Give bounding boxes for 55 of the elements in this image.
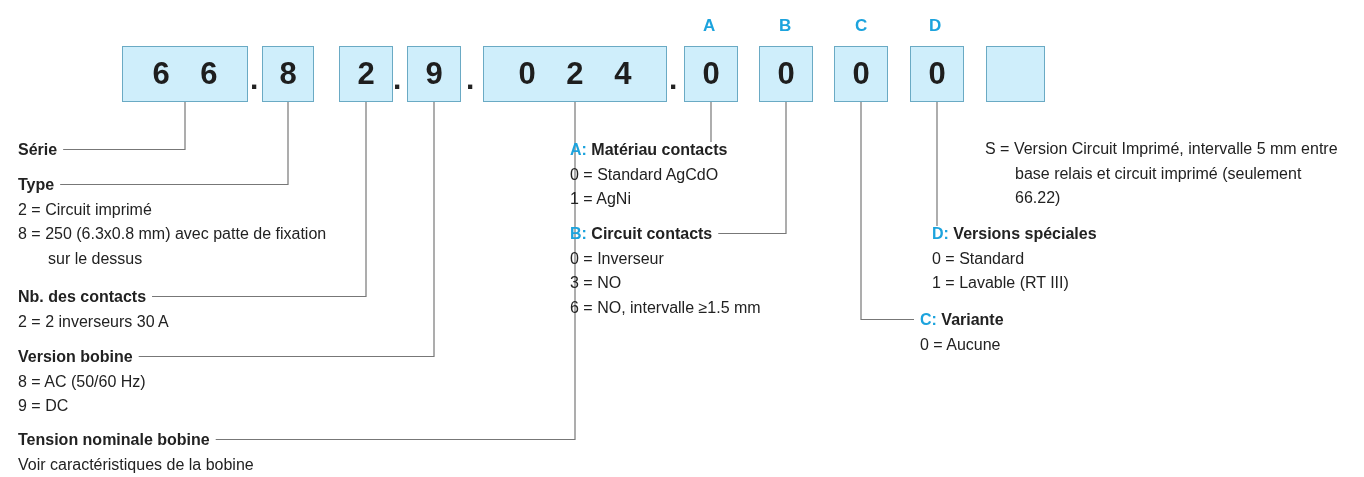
leader-line <box>215 101 576 441</box>
code-digit-box: 0 <box>910 46 964 102</box>
option-value: 0 = Standard AgCdO <box>570 164 720 185</box>
code-digit-box: 8 <box>262 46 314 102</box>
option-title: Série <box>18 141 58 158</box>
leader-line <box>59 101 289 186</box>
empty-code-box <box>986 46 1045 102</box>
code-letter: A: <box>570 141 587 158</box>
option-value: 9 = DC <box>18 396 70 416</box>
separator-dot: . <box>250 62 259 96</box>
option-value: 8 = 250 (6.3x0.8 mm) avec patte de fixation sur le dessus <box>18 224 328 269</box>
code-letter: B: <box>570 225 587 242</box>
code-letter: C: <box>920 311 937 328</box>
option-value: 0 = Standard <box>932 248 1026 269</box>
option-value: 0 = Aucune <box>920 334 1002 355</box>
code-digit-box: 0 <box>684 46 738 102</box>
code-digit-box: 6 6 <box>122 46 248 102</box>
option-value: Voir caractéristiques de la bobine <box>18 454 255 475</box>
code-digit-box: 0 <box>834 46 888 102</box>
leader-line <box>151 101 367 298</box>
option-value: 2 = Circuit imprimé <box>18 199 153 220</box>
option-title: Tension nominale bobine <box>18 431 210 448</box>
option-title: Variante <box>940 311 1004 328</box>
position-letter: A <box>703 16 716 36</box>
option-value: 6 = NO, intervalle ≥1.5 mm <box>570 297 762 318</box>
option-value: 1 = Lavable (RT III) <box>932 273 1070 293</box>
position-letter: C <box>855 16 868 36</box>
note-text: S = Version Circuit Imprimé, intervalle 5 mm entre base relais et circuit imprimé (seulement 66.22) <box>985 139 1339 208</box>
option-value: 0 = Inverseur <box>570 248 665 269</box>
option-title: Versions spéciales <box>952 225 1097 242</box>
option-value: 2 = 2 inverseurs 30 A <box>18 311 170 332</box>
leader-line <box>62 101 186 151</box>
leader-line <box>710 101 712 143</box>
position-letter: B <box>779 16 792 36</box>
leader-line <box>717 101 787 235</box>
code-digit-box: 9 <box>407 46 461 102</box>
option-title: Type <box>18 176 55 193</box>
option-title: Matériau contacts <box>590 141 728 158</box>
code-letter: D: <box>932 225 949 242</box>
code-digit-box: 0 2 4 <box>483 46 667 102</box>
option-value: 3 = NO <box>570 273 623 293</box>
separator-dot: . <box>393 62 402 96</box>
option-title: Circuit contacts <box>590 225 713 242</box>
code-digit-box: 2 <box>339 46 393 102</box>
separator-dot: . <box>669 62 678 96</box>
code-digit-box: 0 <box>759 46 813 102</box>
option-title: Version bobine <box>18 348 133 365</box>
option-value: 8 = AC (50/60 Hz) <box>18 371 147 392</box>
leader-line <box>138 101 435 358</box>
option-value: 1 = AgNi <box>570 189 632 209</box>
option-title: Nb. des contacts <box>18 288 147 305</box>
separator-dot: . <box>466 62 475 96</box>
leader-line <box>860 101 915 321</box>
position-letter: D <box>929 16 942 36</box>
leader-line <box>936 101 938 227</box>
